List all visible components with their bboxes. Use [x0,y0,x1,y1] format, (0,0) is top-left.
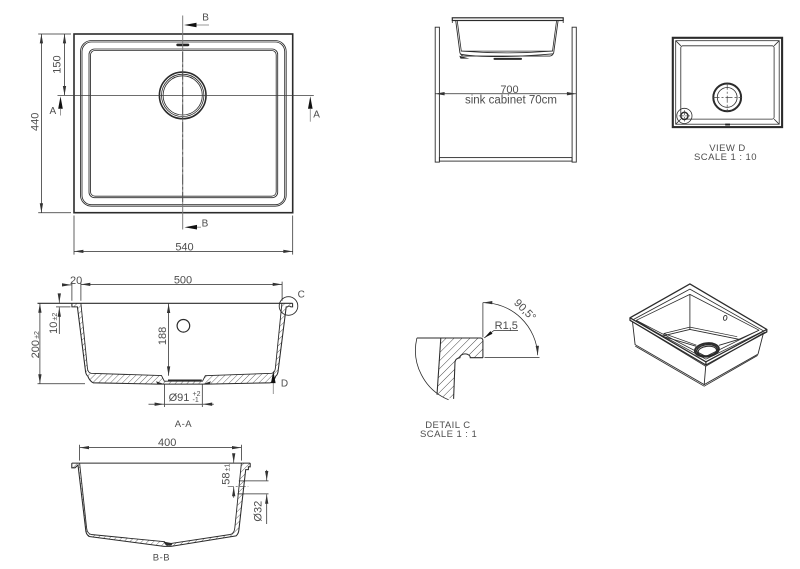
svg-text:R1,5: R1,5 [495,320,518,332]
svg-text:SCALE 1 : 1: SCALE 1 : 1 [420,429,477,440]
svg-text:188: 188 [157,327,169,345]
svg-text:150: 150 [52,55,64,73]
svg-text:sink cabinet 70cm: sink cabinet 70cm [465,95,557,107]
svg-text:540: 540 [175,242,193,254]
svg-text:SCALE 1 : 10: SCALE 1 : 10 [694,152,757,163]
svg-text:B: B [202,218,209,229]
svg-text:A-A: A-A [175,419,192,430]
svg-text:20: 20 [70,275,82,287]
svg-text:440: 440 [30,113,42,131]
svg-text:-1: -1 [193,397,199,404]
svg-text:A: A [313,110,320,121]
svg-text:C: C [298,289,305,300]
svg-text:VIEW D: VIEW D [709,143,745,154]
svg-text:D: D [281,379,288,390]
svg-text:Ø32: Ø32 [253,501,265,522]
svg-text:500: 500 [174,275,192,287]
svg-text:DETAIL C: DETAIL C [425,420,470,431]
svg-text:B: B [202,13,209,24]
svg-text:+2: +2 [193,391,201,398]
svg-text:B-B: B-B [153,552,170,563]
svg-text:700: 700 [500,84,518,96]
svg-text:400: 400 [158,437,176,449]
svg-text:A: A [49,106,56,117]
svg-text:Ø91: Ø91 [169,392,190,404]
